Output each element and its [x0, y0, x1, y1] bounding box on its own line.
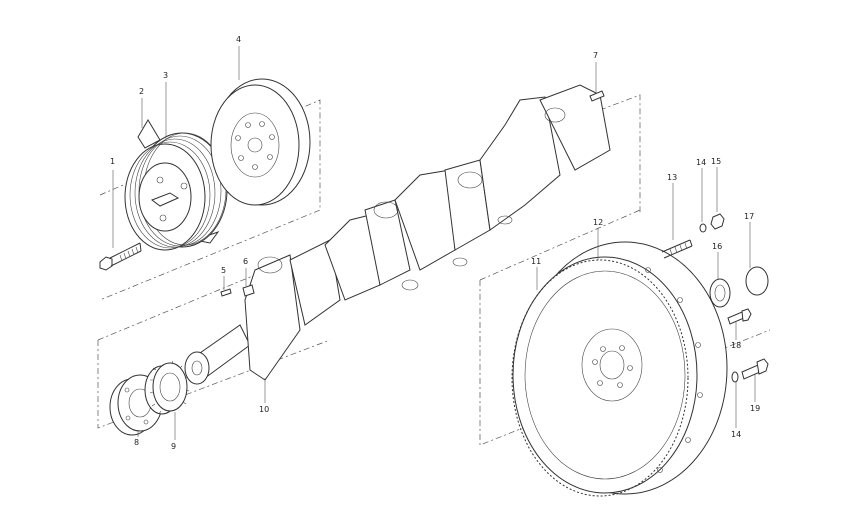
leader-lines — [112, 46, 756, 440]
part-10-crankshaft — [184, 84, 611, 385]
part-5-pin — [220, 288, 232, 297]
callout-10: 10 — [259, 405, 269, 414]
part-12-flywheel — [512, 241, 728, 495]
part-18-bolt — [727, 308, 752, 325]
part-7-dowel — [589, 90, 605, 102]
callout-5: 5 — [221, 266, 226, 275]
part-4-damper — [210, 78, 311, 206]
callout-14-lower: 14 — [731, 430, 741, 439]
callout-labels: 1 2 3 4 5 6 7 8 9 10 11 12 13 14 15 16 1… — [110, 35, 760, 451]
callout-15: 15 — [711, 157, 721, 166]
callout-14: 14 — [696, 158, 706, 167]
callout-13: 13 — [667, 173, 677, 182]
callout-19: 19 — [750, 404, 760, 413]
part-14-washer-lower — [731, 371, 739, 383]
part-11-ring-gear — [511, 259, 689, 497]
callout-11: 11 — [531, 257, 541, 266]
callout-18: 18 — [731, 341, 741, 350]
callout-6: 6 — [243, 257, 248, 266]
part-15-nut — [710, 213, 725, 230]
callout-12: 12 — [593, 218, 603, 227]
callout-16: 16 — [712, 242, 722, 251]
part-13-stud — [661, 239, 693, 259]
part-17-snap-ring — [745, 266, 769, 296]
part-6-key — [242, 284, 255, 297]
callout-17: 17 — [744, 212, 754, 221]
part-19-bolt — [741, 358, 769, 380]
callout-8: 8 — [134, 438, 139, 447]
callout-3: 3 — [163, 71, 168, 80]
callout-2: 2 — [139, 87, 144, 96]
callout-9: 9 — [171, 442, 176, 451]
part-3-pulley — [124, 132, 228, 251]
part-16-bearing — [709, 278, 731, 308]
part-9-timing-gear — [144, 360, 190, 415]
callout-4: 4 — [236, 35, 241, 44]
callout-1: 1 — [110, 157, 115, 166]
part-1-bolt — [99, 242, 142, 271]
part-14-washer — [699, 223, 707, 233]
callout-7: 7 — [593, 51, 598, 60]
